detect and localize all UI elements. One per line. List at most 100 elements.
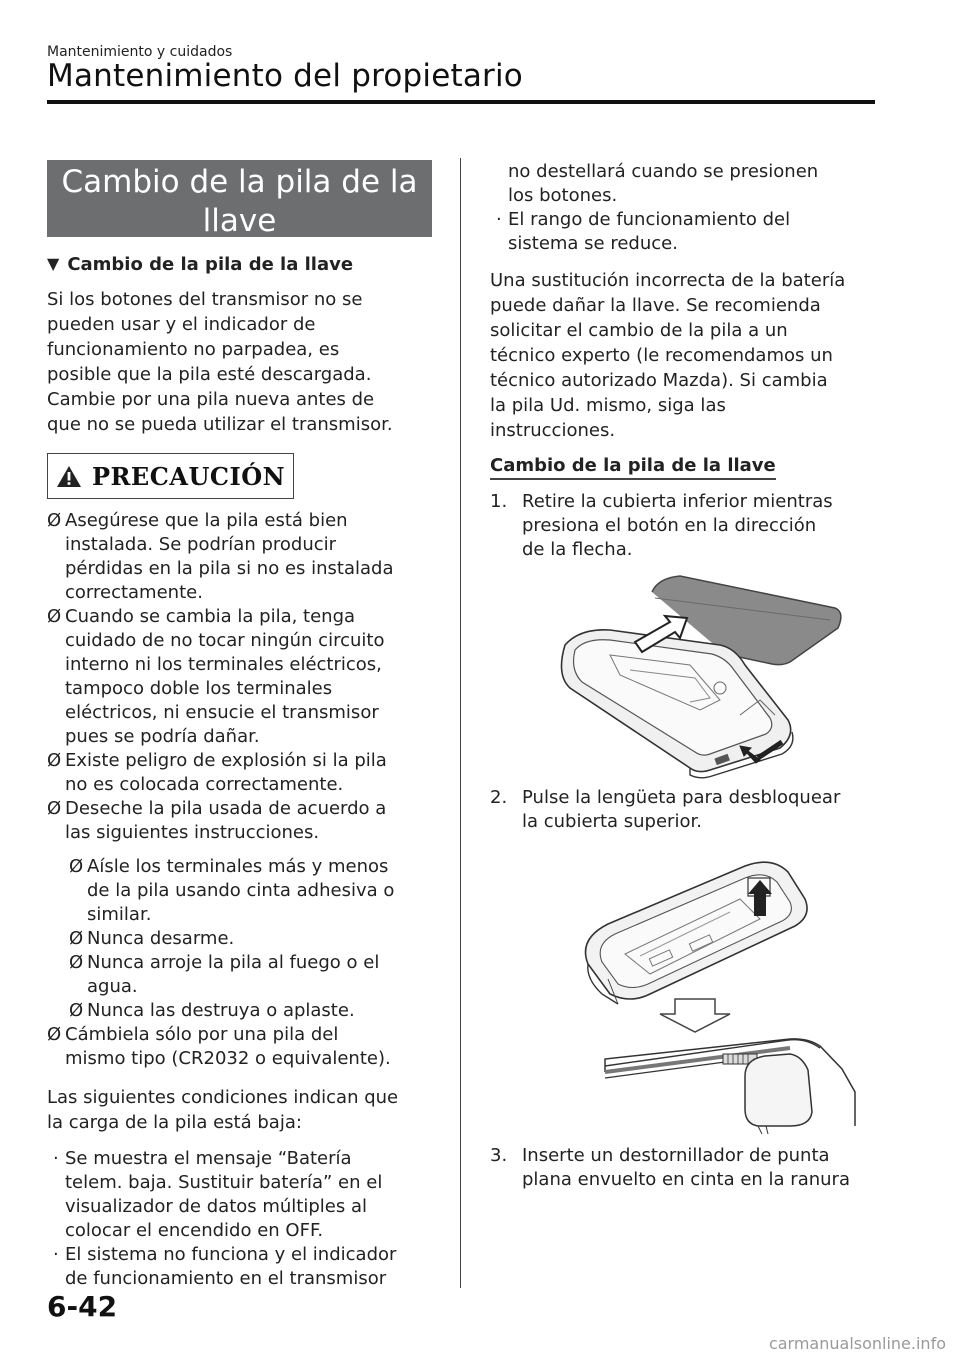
para-line: Una sustitución incorrecta de la batería [490, 270, 846, 291]
item-line: Cuando se cambia la pila, tenga [65, 606, 356, 627]
dot-bullet-icon: · [53, 1244, 59, 1265]
list-item: Ø Existe peligro de explosión si la pila… [47, 749, 432, 797]
section-title-line-2: llave [202, 203, 277, 239]
caution-box: PRECAUCIÓN [47, 453, 294, 499]
para-line: instrucciones. [490, 420, 616, 441]
steps-list: 1. Retire la cubierta inferior mientras … [490, 490, 875, 562]
conditions-intro: Las siguientes condiciones indican que l… [47, 1085, 432, 1135]
arrow-bullet-icon: Ø [47, 606, 62, 627]
intro-line: la carga de la pila está baja: [47, 1112, 302, 1133]
item-line: Asegúrese que la pila está bien [65, 510, 348, 531]
left-column: Cambio de la pila de la llave ▼ Cambio d… [47, 160, 432, 1291]
section-title-line-1: Cambio de la pila de la [61, 164, 418, 200]
breadcrumb: Mantenimiento y cuidados [47, 44, 233, 60]
column-divider [460, 158, 461, 1288]
intro-line: posible que la pila esté descargada. [47, 364, 372, 385]
step-item: 3. Inserte un destornillador de punta pl… [490, 1144, 875, 1192]
item-line: mismo tipo (CR2032 o equivalente). [65, 1048, 391, 1069]
subheading-text: Cambio de la pila de la llave [67, 254, 354, 275]
item-line: telem. baja. Sustituir batería” en el [65, 1172, 383, 1193]
arrow-bullet-icon: Ø [69, 856, 84, 877]
item-line: pérdidas en la pila si no es instalada [65, 558, 394, 579]
arrow-bullet-icon: Ø [69, 952, 84, 973]
warning-paragraph: Una sustitución incorrecta de la batería… [490, 268, 875, 443]
list-item: Ø Deseche la pila usada de acuerdo a las… [47, 797, 432, 845]
list-item: Ø Cámbiela sólo por una pila del mismo t… [47, 1023, 432, 1071]
arrow-bullet-icon: Ø [47, 798, 62, 819]
intro-paragraph: Si los botones del transmisor no se pued… [47, 287, 432, 437]
item-line: interno ni los terminales eléctricos, [65, 654, 382, 675]
arrow-bullet-icon: Ø [69, 928, 84, 949]
para-line: técnico experto (le recomendamos un [490, 345, 833, 366]
step-item: 2. Pulse la lengüeta para desbloquear la… [490, 786, 875, 834]
warning-icon [56, 465, 81, 487]
step-item: 1. Retire la cubierta inferior mientras … [490, 490, 875, 562]
intro-line: Cambie por una pila nueva antes de [47, 389, 375, 410]
step-line: la cubierta superior. [522, 811, 702, 832]
watermark: carmanualsonline.info [768, 1334, 946, 1353]
section-title-box: Cambio de la pila de la llave [47, 160, 432, 239]
item-line: las siguientes instrucciones. [65, 822, 320, 843]
item-line: no destellará cuando se presionen [508, 161, 819, 182]
item-line: cuidado de no tocar ningún circuito [65, 630, 385, 651]
list-item: · Se muestra el mensaje “Batería telem. … [47, 1147, 432, 1243]
conditions-list-continued: · El rango de funcionamiento del sistema… [490, 208, 875, 256]
item-line: Cámbiela sólo por una pila del [65, 1024, 339, 1045]
item-line: Se muestra el mensaje “Batería [65, 1148, 352, 1169]
page-number: 6-42 [47, 1290, 118, 1323]
intro-line: Las siguientes condiciones indican que [47, 1087, 399, 1108]
item-line: similar. [87, 904, 152, 925]
item-line: Nunca arroje la pila al fuego o el [87, 952, 380, 973]
item-line: visualizador de datos múltiples al [65, 1196, 367, 1217]
item-line: eléctricos, ni ensucie el transmisor [65, 702, 379, 723]
arrow-bullet-icon: Ø [47, 750, 62, 771]
item-line: los botones. [508, 185, 618, 206]
item-line: colocar el encendido en OFF. [65, 1220, 324, 1241]
para-line: técnico autorizado Mazda). Si cambia [490, 370, 828, 391]
item-line: de la pila usando cinta adhesiva o [87, 880, 395, 901]
continued-text: no destellará cuando se presionen los bo… [490, 160, 875, 208]
item-line: sistema se reduce. [508, 233, 678, 254]
list-item: Ø Nunca desarme. [69, 927, 432, 951]
step-number: 2. [490, 787, 508, 808]
step-line: presiona el botón en la dirección [522, 515, 817, 536]
right-column: no destellará cuando se presionen los bo… [490, 160, 875, 1192]
list-item: · El sistema no funciona y el indicador … [47, 1243, 432, 1291]
item-line: El sistema no funciona y el indicador [65, 1244, 397, 1265]
header-rule [47, 100, 875, 104]
item-line: tampoco doble los terminales [65, 678, 333, 699]
arrow-bullet-icon: Ø [47, 510, 62, 531]
page-title: Mantenimiento del propietario [47, 58, 523, 94]
key-cover-removal-illustration [560, 575, 842, 779]
caution-label: PRECAUCIÓN [91, 461, 286, 491]
item-line: Existe peligro de explosión si la pila [65, 750, 387, 771]
item-line: Deseche la pila usada de acuerdo a [65, 798, 387, 819]
item-line: Nunca las destruya o aplaste. [87, 1000, 355, 1021]
list-item: Ø Cuando se cambia la pila, tenga cuidad… [47, 605, 432, 749]
step-line: Retire la cubierta inferior mientras [522, 491, 833, 512]
item-line: Aísle los terminales más y menos [87, 856, 389, 877]
intro-line: pueden usar y el indicador de [47, 314, 316, 335]
arrow-bullet-icon: Ø [69, 1000, 84, 1021]
intro-line: Si los botones del transmisor no se [47, 289, 363, 310]
para-line: solicitar el cambio de la pila a un [490, 320, 788, 341]
list-item: · El rango de funcionamiento del sistema… [490, 208, 875, 256]
arrow-bullet-icon: Ø [47, 1024, 62, 1045]
list-item: Ø Asegúrese que la pila está bien instal… [47, 509, 432, 605]
step-line: Inserte un destornillador de punta [522, 1145, 830, 1166]
item-line: correctamente. [65, 582, 203, 603]
item-line: agua. [87, 976, 138, 997]
item-line: Nunca desarme. [87, 928, 235, 949]
subheading: ▼ Cambio de la pila de la llave [47, 254, 432, 275]
item-line: instalada. Se podrían producir [65, 534, 337, 555]
intro-line: funcionamiento no parpadea, es [47, 339, 340, 360]
disposal-sublist: Ø Aísle los terminales más y menos de la… [69, 855, 432, 1023]
steps-list-3: 3. Inserte un destornillador de punta pl… [490, 1144, 875, 1192]
step-line: de la flecha. [522, 539, 633, 560]
step-number: 1. [490, 491, 508, 512]
procedure-heading: Cambio de la pila de la llave [490, 455, 776, 480]
dot-bullet-icon: · [496, 209, 502, 230]
caution-list-continued: Ø Cámbiela sólo por una pila del mismo t… [47, 1023, 432, 1071]
list-item: Ø Nunca las destruya o aplaste. [69, 999, 432, 1023]
intro-line: que no se pueda utilizar el transmisor. [47, 414, 393, 435]
